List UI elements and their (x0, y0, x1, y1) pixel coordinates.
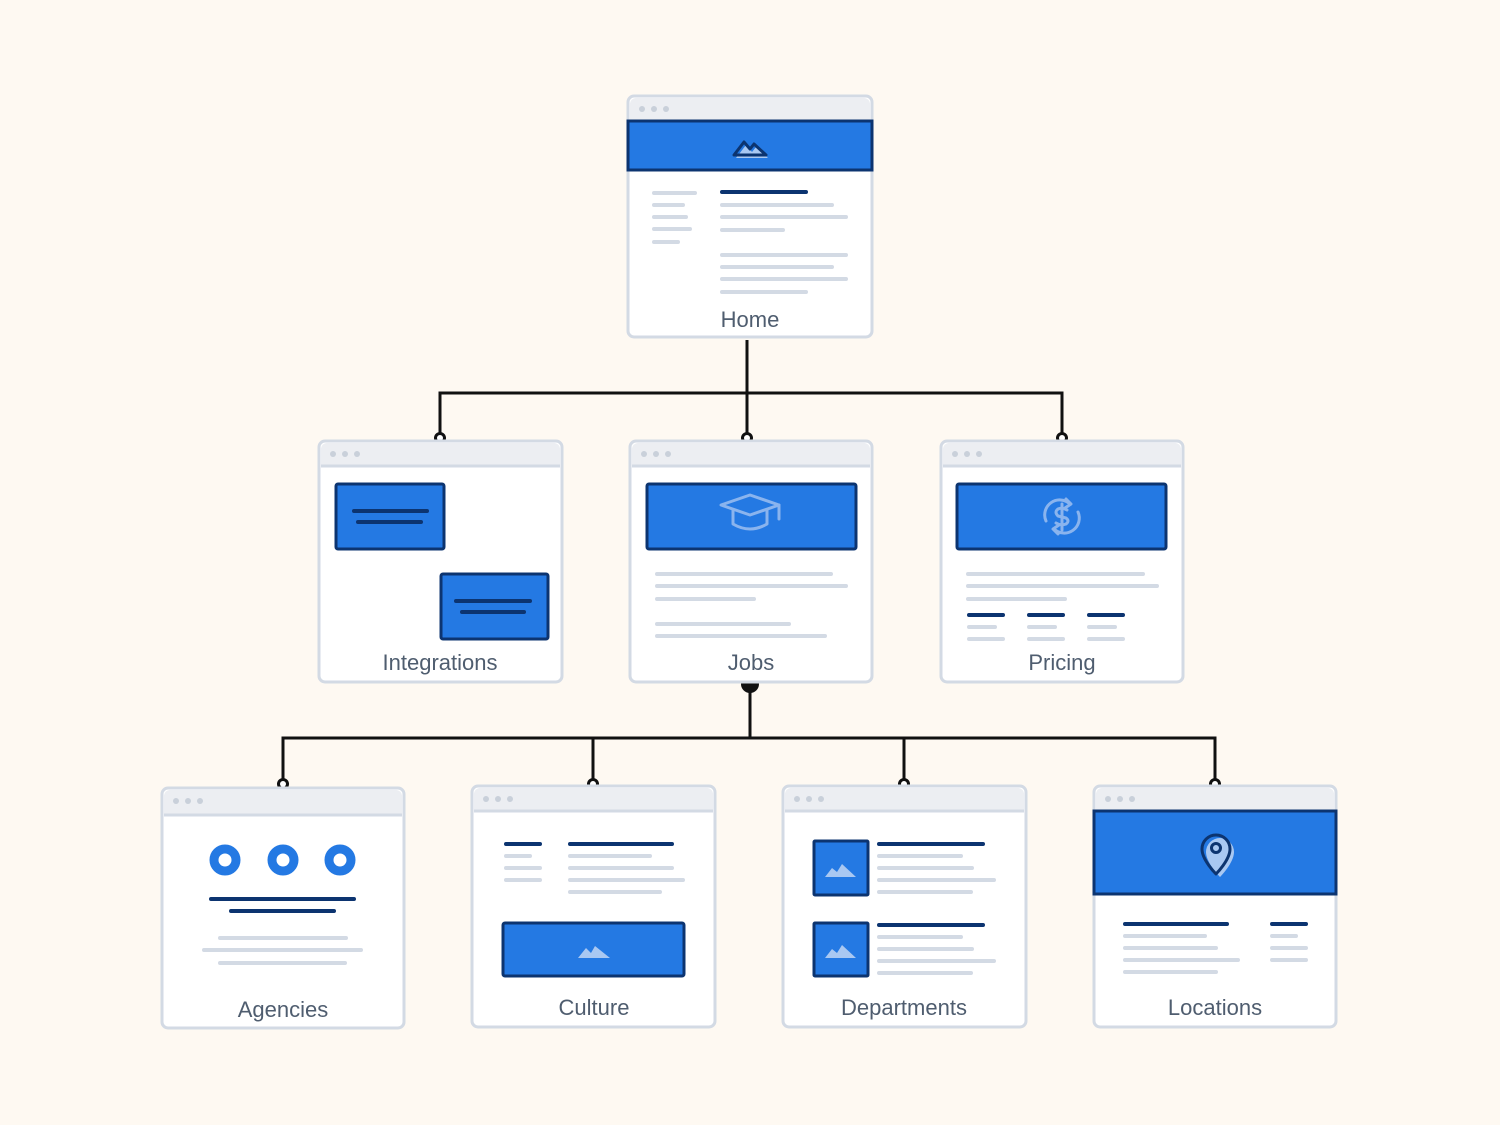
integration-block-bottom (439, 572, 550, 641)
page-card-culture[interactable]: Culture (470, 784, 717, 1029)
connector-home-to-level1 (438, 340, 1064, 438)
page-label-integrations: Integrations (383, 650, 498, 675)
agency-avatars (209, 844, 356, 876)
mountain-image-icon (732, 140, 768, 158)
page-card-jobs[interactable]: Jobs (628, 439, 874, 684)
page-label-home: Home (721, 307, 780, 332)
page-label-jobs: Jobs (728, 650, 774, 675)
mountain-image-icon (578, 946, 610, 958)
mountain-image-icon (825, 864, 856, 877)
page-card-integrations[interactable]: Integrations (317, 439, 564, 684)
map-pin-icon (1200, 833, 1234, 877)
connector-jobs-to-level2 (281, 684, 1217, 784)
page-label-agencies: Agencies (238, 997, 329, 1022)
page-card-agencies[interactable]: Agencies (160, 786, 406, 1030)
integration-block-top (334, 482, 446, 551)
page-card-home[interactable]: Home (626, 94, 874, 339)
page-card-pricing[interactable]: Pricing (939, 439, 1185, 684)
dollar-refresh-icon (1043, 497, 1081, 536)
graduation-cap-icon (719, 493, 781, 531)
mountain-image-icon (825, 945, 856, 958)
page-label-locations: Locations (1168, 995, 1262, 1020)
page-card-departments[interactable]: Departments (781, 784, 1028, 1029)
page-card-locations[interactable]: Locations (1092, 784, 1338, 1029)
page-label-pricing: Pricing (1028, 650, 1095, 675)
page-label-culture: Culture (559, 995, 630, 1020)
page-label-departments: Departments (841, 995, 967, 1020)
